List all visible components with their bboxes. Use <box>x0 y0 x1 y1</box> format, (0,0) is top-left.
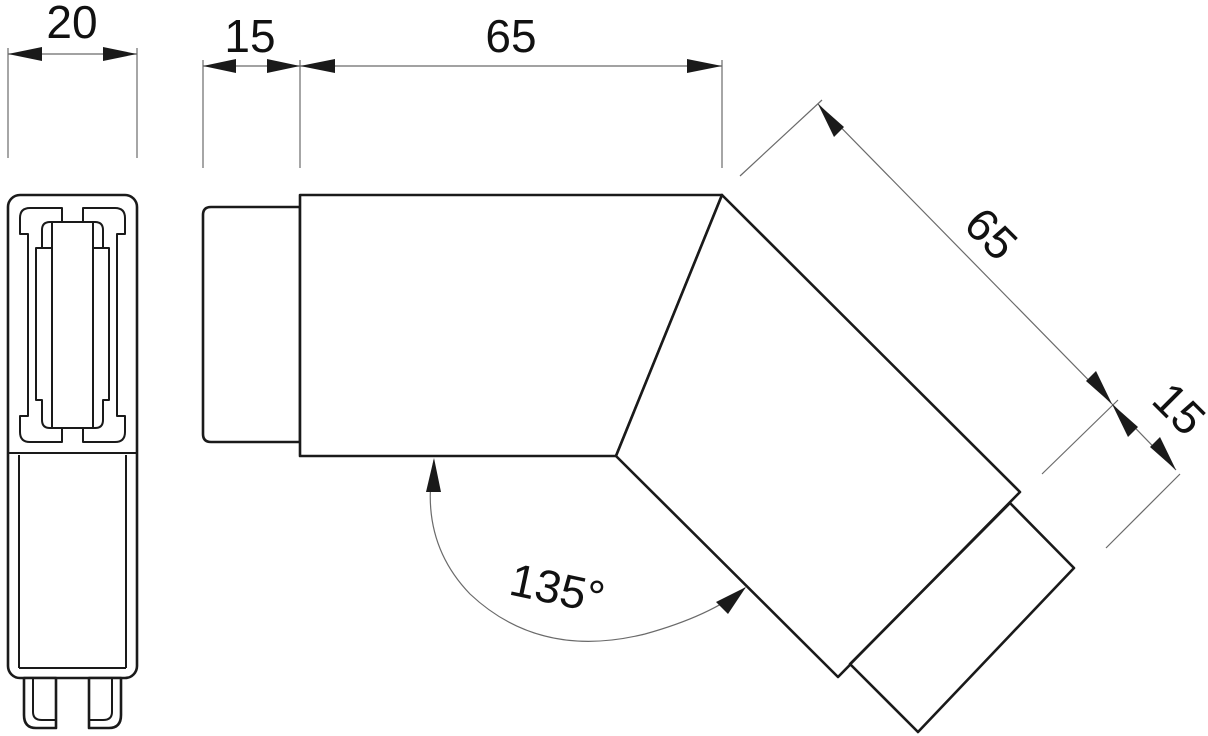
dim-65-angled-arrow-top <box>818 104 844 137</box>
dim-15-angled-arrow-bottom <box>1150 437 1176 470</box>
angle-arrow-bottom <box>716 587 746 614</box>
angle-arc <box>429 459 746 642</box>
dim-15-arrow-left <box>203 59 236 73</box>
dim-20-label: 20 <box>46 0 97 48</box>
dim-15-angled-extension-bottom <box>1105 473 1181 549</box>
dim-65-angled-label: 65 <box>955 197 1028 270</box>
clip-tab-right-inner <box>89 678 113 721</box>
side-view: 20 <box>6 0 139 730</box>
dim-15-angled-arrow-top <box>1112 404 1138 437</box>
dim-65-angled-extension-bottom <box>1041 399 1119 475</box>
dim-65-arrow-right <box>687 59 722 73</box>
dim-15-label: 15 <box>224 10 275 62</box>
dim-65-arrow-left <box>300 59 335 73</box>
dim-15-arrow-right <box>267 59 300 73</box>
side-view-body <box>6 193 139 680</box>
dim-20-arrow-left <box>8 47 42 61</box>
profile-section <box>19 207 63 443</box>
profile-center-web <box>51 221 94 429</box>
clip-tab-left-inner <box>32 678 56 721</box>
angle-label: 135° <box>505 553 609 624</box>
dim-65-angled-extension-top <box>739 99 823 177</box>
dim-15-angled-label: 15 <box>1143 372 1208 445</box>
dim-65-angled-arrow-bottom <box>1086 371 1112 404</box>
profile-section-right <box>82 207 126 443</box>
dim-65-label: 65 <box>485 10 536 62</box>
dim-65-angled-line <box>817 103 1113 405</box>
elbow-view: 15 65 65 15 135° <box>201 10 1208 734</box>
left-insert <box>201 205 302 444</box>
angle-arrow-top <box>426 458 441 492</box>
angled-insert-edge <box>837 491 1021 678</box>
dim-20-arrow-right <box>103 47 137 61</box>
